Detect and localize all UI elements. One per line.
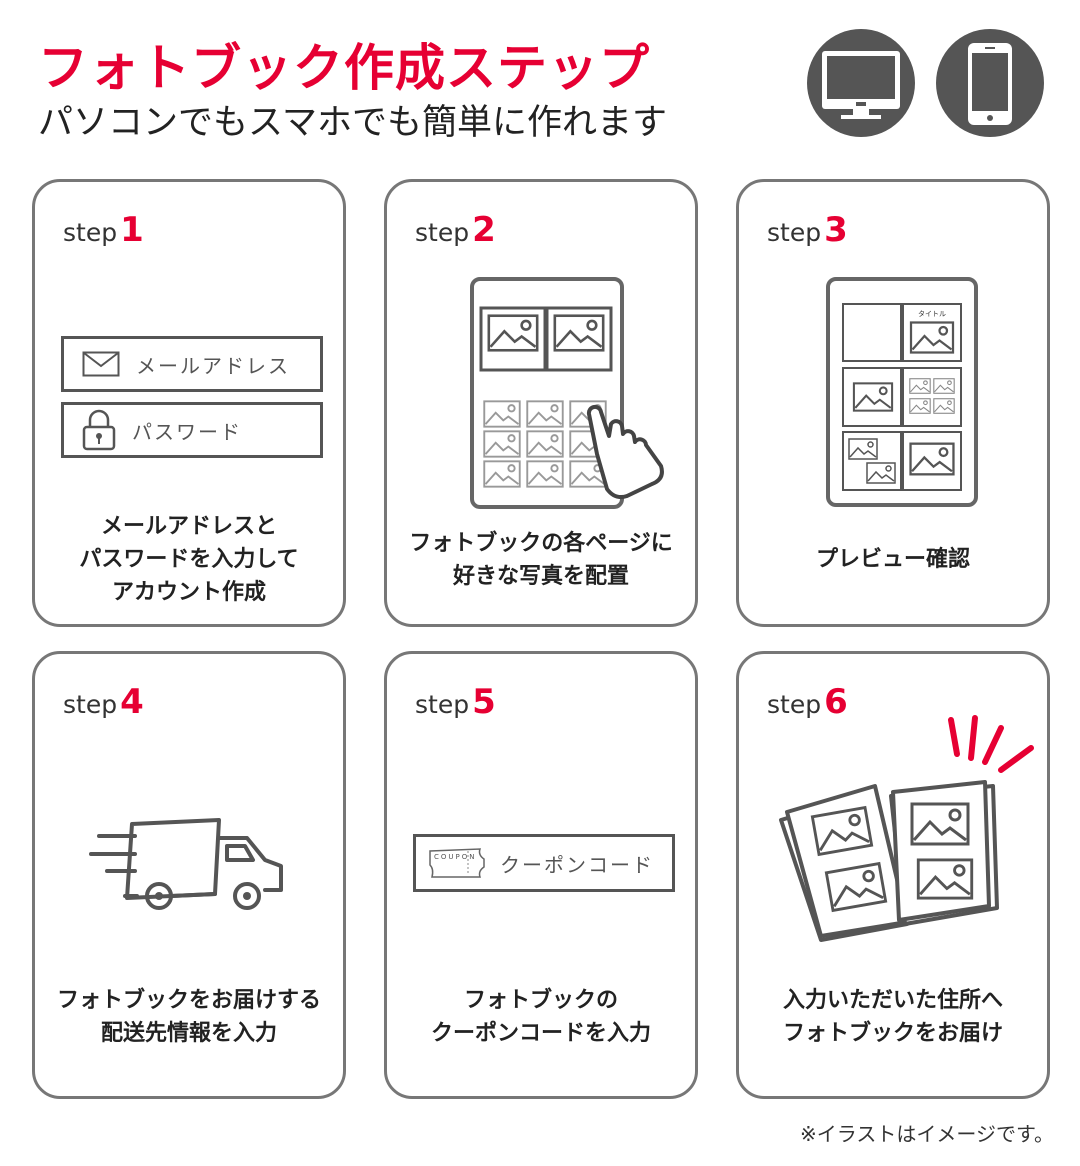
step-card-4: step4 フォトブックをお届けする配送先情報を入力 bbox=[32, 651, 346, 1099]
password-field: パスワード bbox=[61, 402, 323, 458]
step-label: step6 bbox=[767, 682, 848, 722]
delivery-truck-icon bbox=[89, 818, 283, 910]
preview-title: タイトル bbox=[918, 309, 946, 318]
step-card-2: step2 フォトブックの各ページに好きな写真を配置 bbox=[384, 179, 698, 627]
coupon-ticket-icon: COUPON bbox=[429, 848, 485, 878]
step-desc: 好きな写真を配置 bbox=[452, 564, 629, 589]
step-label: step2 bbox=[415, 210, 496, 250]
open-photobook-icon bbox=[779, 715, 1034, 942]
page-layout-illustration bbox=[470, 277, 664, 509]
hand-pointer-icon bbox=[586, 404, 664, 500]
page-title: フォトブック作成ステップ bbox=[38, 39, 650, 97]
lock-icon bbox=[82, 409, 116, 451]
step-desc: プレビュー確認 bbox=[815, 547, 970, 572]
step-desc: パスワードを入力して bbox=[79, 547, 299, 572]
step-label: step4 bbox=[63, 682, 144, 722]
page-subtitle: パソコンでもスマホでも簡単に作れます bbox=[38, 103, 667, 143]
step-desc: メールアドレスと bbox=[100, 514, 277, 539]
step-desc: 入力いただいた住所へ bbox=[782, 988, 1003, 1013]
step-card-6: step6 入力いただいた住所へフォトブックをお届け bbox=[736, 651, 1050, 1099]
illustration-note: ※イラストはイメージです。 bbox=[800, 1122, 1054, 1146]
email-field: メールアドレス bbox=[61, 336, 323, 392]
envelope-icon bbox=[82, 351, 120, 377]
smartphone-icon bbox=[936, 29, 1044, 137]
step-desc: フォトブックの各ページに bbox=[409, 531, 673, 556]
step-desc: アカウント作成 bbox=[111, 580, 266, 605]
step-card-5: step5 COUPON クーポンコード フォトブックのクーポンコードを入力 bbox=[384, 651, 698, 1099]
step-label: step5 bbox=[415, 682, 496, 722]
coupon-code-field: COUPON クーポンコード bbox=[413, 834, 675, 892]
step-label: step1 bbox=[63, 210, 144, 250]
step-desc: フォトブックをお届け bbox=[782, 1021, 1003, 1046]
step-card-3: step3 タイトル プレビュー確認 bbox=[736, 179, 1050, 627]
svg-text:COUPON: COUPON bbox=[434, 853, 477, 861]
step-desc: フォトブックをお届けする bbox=[56, 988, 321, 1013]
step-desc: クーポンコードを入力 bbox=[430, 1021, 651, 1046]
step-card-1: step1 メールアドレス パスワード メールアドレスとパスワードを入力してアカ… bbox=[32, 179, 346, 627]
step-desc: 配送先情報を入力 bbox=[100, 1021, 277, 1046]
preview-illustration: タイトル bbox=[826, 277, 978, 507]
step-label: step3 bbox=[767, 210, 848, 250]
step-desc: フォトブックの bbox=[463, 988, 618, 1013]
desktop-icon bbox=[807, 29, 915, 137]
